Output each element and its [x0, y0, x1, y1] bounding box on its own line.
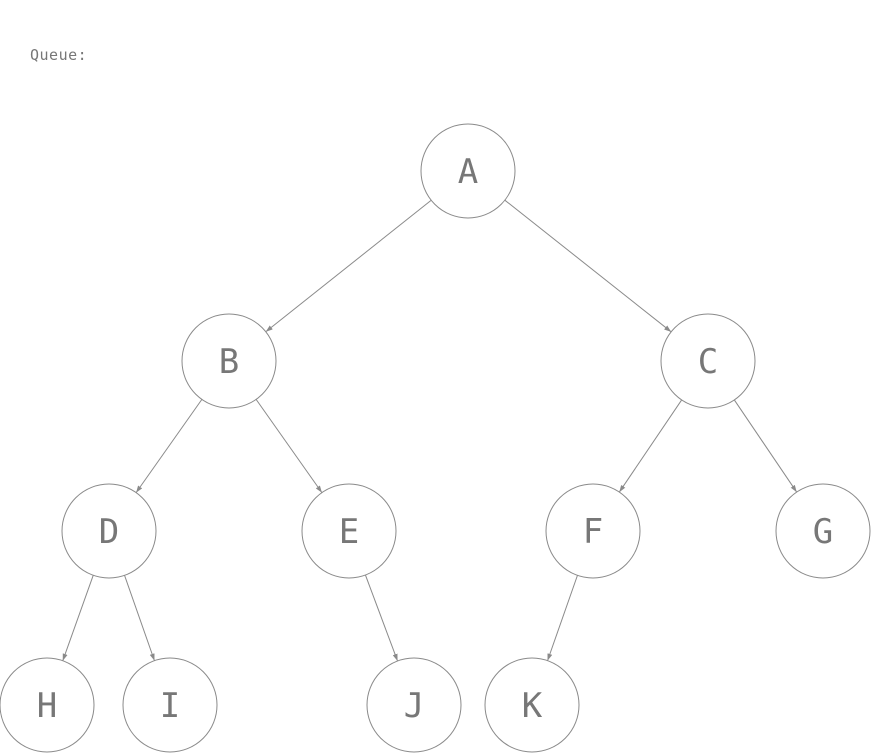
node-label-b: B — [219, 342, 239, 382]
node-d: D — [61, 483, 157, 579]
node-label-f: F — [583, 512, 603, 552]
node-f: F — [545, 483, 641, 579]
node-circle-h — [0, 657, 95, 753]
node-circle-e — [301, 483, 397, 579]
node-label-k: K — [522, 686, 543, 726]
node-h: H — [0, 657, 95, 753]
edge-c-f — [618, 399, 683, 493]
node-a: A — [420, 123, 516, 219]
node-e: E — [301, 483, 397, 579]
node-label-c: C — [698, 342, 718, 382]
node-label-i: I — [160, 686, 180, 726]
node-k: K — [484, 657, 580, 753]
edge-e-j — [364, 574, 399, 662]
edge-b-e — [255, 399, 323, 493]
node-label-j: J — [404, 686, 424, 726]
node-circle-f — [545, 483, 641, 579]
edges-layer — [62, 199, 798, 662]
node-g: G — [775, 483, 871, 579]
node-circle-b — [181, 313, 277, 409]
node-i: I — [122, 657, 218, 753]
queue-label: Queue: — [30, 46, 88, 64]
node-j: J — [366, 657, 462, 753]
nodes-layer: A B C D E F G H I J K — [0, 123, 871, 753]
node-label-a: A — [458, 152, 478, 192]
node-label-h: H — [37, 686, 57, 726]
node-circle-k — [484, 657, 580, 753]
edge-b-d — [135, 399, 203, 493]
node-b: B — [181, 313, 277, 409]
edge-a-c — [504, 199, 672, 333]
node-circle-c — [660, 313, 756, 409]
edge-f-k — [547, 575, 578, 661]
node-circle-a — [420, 123, 516, 219]
edge-d-h — [62, 575, 94, 661]
edge-d-i — [124, 575, 155, 661]
node-label-d: D — [99, 512, 119, 552]
node-circle-i — [122, 657, 218, 753]
edge-a-b — [265, 199, 432, 333]
node-c: C — [660, 313, 756, 409]
node-circle-g — [775, 483, 871, 579]
edge-c-g — [733, 399, 798, 493]
node-label-g: G — [813, 512, 833, 552]
node-label-e: E — [339, 512, 359, 552]
node-circle-j — [366, 657, 462, 753]
node-circle-d — [61, 483, 157, 579]
